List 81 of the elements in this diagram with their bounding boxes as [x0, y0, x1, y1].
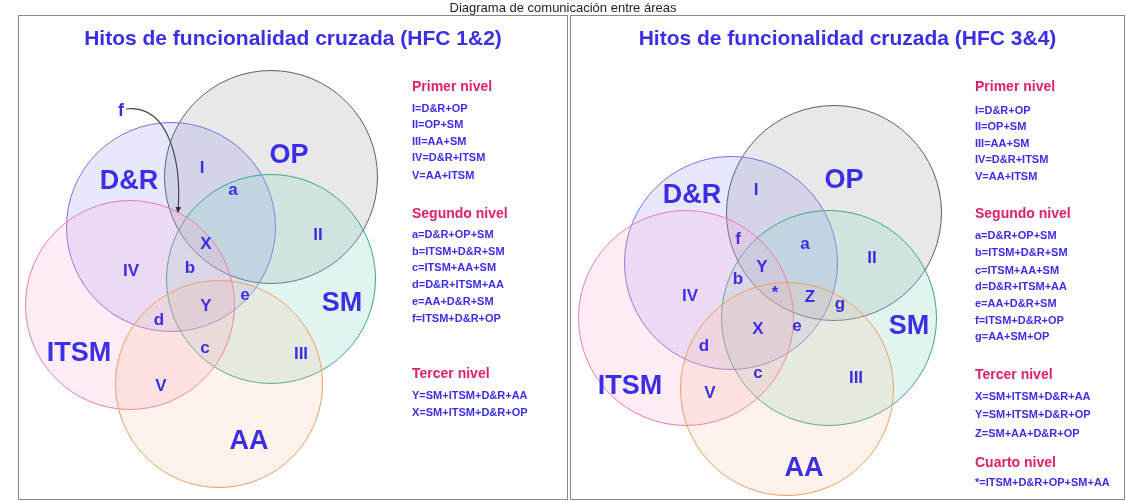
region-letter: c: [200, 338, 210, 358]
level-heading: Primer nivel: [412, 79, 493, 95]
level-heading: Primer nivel: [975, 79, 1056, 95]
level-heading: Cuarto nivel: [975, 455, 1056, 471]
region-letter: f: [735, 229, 741, 249]
region-letter: Z: [804, 287, 816, 307]
legend-entry: f=ITSM+D&R+OP: [975, 313, 1064, 327]
panel-heading: Hitos de funcionalidad cruzada (HFC 3&4): [637, 26, 1058, 50]
legend-entry: g=AA+SM+OP: [975, 329, 1050, 343]
legend-entry: IV=D&R+ITSM: [975, 152, 1049, 166]
region-letter: c: [753, 363, 763, 383]
legend-entry: Y=SM+ITSM+D&R+AA: [412, 388, 528, 402]
region-letter: g: [834, 294, 846, 314]
legend-entry: e=AA+D&R+SM: [412, 294, 494, 308]
set-name: OP: [269, 140, 309, 168]
region-letter: d: [153, 310, 165, 330]
region-letter: d: [698, 336, 710, 356]
level-heading: Tercer nivel: [975, 367, 1053, 383]
set-name: D&R: [99, 166, 159, 194]
region-letter: e: [792, 316, 802, 336]
legend-entry: a=D&R+OP+SM: [975, 228, 1057, 242]
diagram-title: Diagrama de comunicación entre áreas: [448, 0, 678, 15]
region-letter: I: [753, 180, 759, 200]
legend-entry: X=SM+ITSM+D&R+AA: [975, 389, 1091, 403]
set-name: ITSM: [597, 371, 663, 399]
region-letter: V: [704, 383, 716, 403]
legend-entry: *=ITSM+D&R+OP+SM+AA: [975, 475, 1110, 489]
region-letter: X: [200, 234, 212, 254]
set-name: OP: [824, 165, 864, 193]
region-letter: II: [313, 225, 323, 245]
legend-entry: c=ITSM+AA+SM: [412, 260, 497, 274]
region-letter: *: [771, 283, 779, 303]
panel-heading: Hitos de funcionalidad cruzada (HFC 1&2): [83, 26, 503, 50]
legend-entry: c=ITSM+AA+SM: [975, 263, 1060, 277]
legend-entry: V=AA+ITSM: [975, 169, 1038, 183]
legend-entry: f=ITSM+D&R+OP: [412, 311, 501, 325]
region-letter: b: [184, 258, 196, 278]
region-letter: III: [293, 344, 309, 364]
legend-entry: III=AA+SM: [412, 134, 467, 148]
legend-entry: Z=SM+AA+D&R+OP: [975, 426, 1080, 440]
legend-entry: II=OP+SM: [975, 119, 1027, 133]
legend-entry: b=ITSM+D&R+SM: [975, 245, 1068, 259]
set-name: SM: [321, 288, 363, 316]
legend-entry: III=AA+SM: [975, 136, 1030, 150]
region-letter: a: [228, 180, 238, 200]
level-heading: Tercer nivel: [412, 366, 490, 382]
region-letter: III: [848, 368, 864, 388]
region-letter: e: [240, 285, 250, 305]
region-letter: Y: [200, 296, 212, 316]
region-letter: V: [155, 376, 167, 396]
legend-entry: d=D&R+ITSM+AA: [412, 277, 504, 291]
region-letter: II: [867, 248, 877, 268]
set-name: AA: [784, 453, 824, 481]
region-letter: I: [199, 158, 205, 178]
level-heading: Segundo nivel: [412, 206, 508, 222]
set-name: AA: [229, 426, 269, 454]
set-name: ITSM: [46, 338, 112, 366]
panel-frame: [570, 15, 1125, 500]
legend-entry: d=D&R+ITSM+AA: [975, 279, 1067, 293]
legend-entry: a=D&R+OP+SM: [412, 227, 494, 241]
legend-entry: I=D&R+OP: [975, 103, 1031, 117]
legend-entry: Y=SM+ITSM+D&R+OP: [975, 407, 1091, 421]
region-letter: a: [800, 234, 810, 254]
legend-entry: I=D&R+OP: [412, 101, 468, 115]
legend-entry: II=OP+SM: [412, 117, 464, 131]
legend-entry: IV=D&R+ITSM: [412, 150, 486, 164]
set-name: SM: [888, 311, 930, 339]
region-letter: Y: [756, 257, 768, 277]
legend-entry: e=AA+D&R+SM: [975, 296, 1057, 310]
set-name: D&R: [662, 180, 722, 208]
legend-entry: X=SM+ITSM+D&R+OP: [412, 405, 528, 419]
region-letter: b: [732, 269, 744, 289]
region-letter: f: [115, 101, 127, 119]
legend-entry: V=AA+ITSM: [412, 168, 475, 182]
region-letter: IV: [122, 261, 140, 281]
legend-entry: b=ITSM+D&R+SM: [412, 244, 505, 258]
region-letter: IV: [681, 286, 699, 306]
level-heading: Segundo nivel: [975, 206, 1071, 222]
region-letter: X: [752, 319, 764, 339]
panel-frame: [18, 15, 568, 500]
leader-line: [125, 108, 182, 213]
